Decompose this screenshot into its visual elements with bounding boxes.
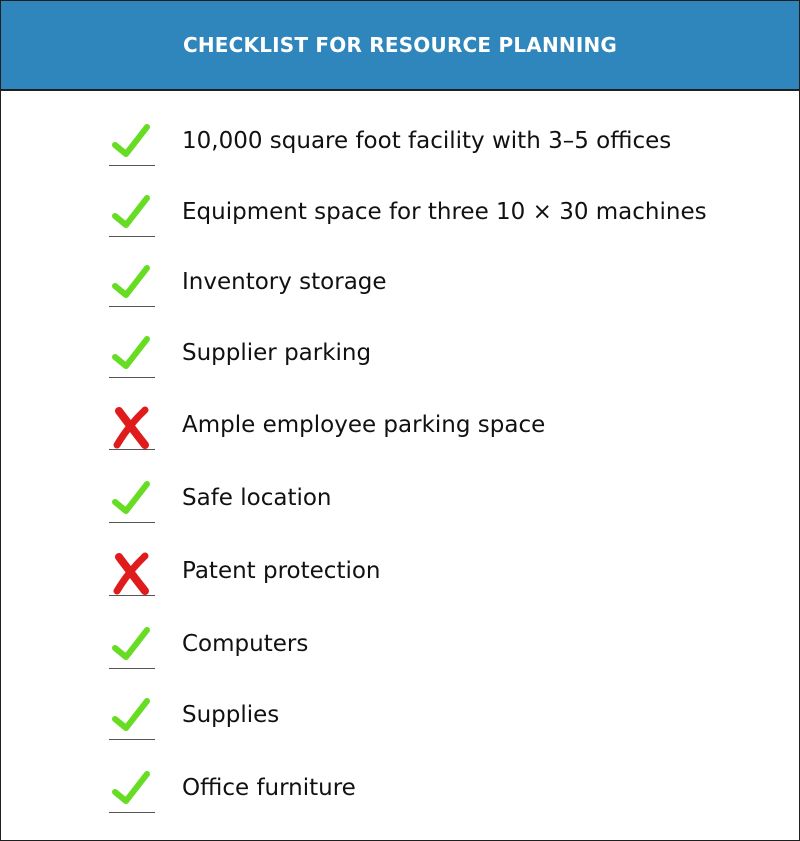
checklist-item: Computers [1, 624, 799, 674]
checklist-item: Supplies [1, 695, 799, 745]
checklist-item-label: Safe location [182, 485, 332, 511]
checklist-item-label: Supplies [182, 702, 280, 728]
checkmark-icon [109, 333, 155, 379]
checklist-item: Safe location [1, 478, 799, 528]
cross-icon [109, 551, 155, 597]
checkmark-icon [109, 478, 155, 524]
check-underline [109, 595, 155, 596]
check-underline [109, 812, 155, 813]
checklist-item-label: Equipment space for three 10 × 30 machin… [182, 199, 707, 225]
checklist-item: 10,000 square foot facility with 3–5 off… [1, 121, 799, 171]
checkmark-icon [109, 121, 155, 167]
check-underline [109, 377, 155, 378]
checklist-item-label: Patent protection [182, 558, 381, 584]
cross-icon [109, 405, 155, 451]
checkmark-icon [109, 695, 155, 741]
checklist-item-label: Computers [182, 631, 309, 657]
checklist-item-label: Inventory storage [182, 269, 387, 295]
checklist-item: Supplier parking [1, 333, 799, 383]
checklist-title: CHECKLIST FOR RESOURCE PLANNING [182, 33, 618, 57]
check-underline [109, 739, 155, 740]
checklist-item-label: Office furniture [182, 775, 356, 801]
checkmark-icon [109, 262, 155, 308]
check-underline [109, 522, 155, 523]
checklist-item: Inventory storage [1, 262, 799, 312]
checkmark-icon [109, 192, 155, 238]
checklist-header: CHECKLIST FOR RESOURCE PLANNING [1, 1, 799, 91]
checklist-item-label: Supplier parking [182, 340, 372, 366]
checklist-item: Office furniture [1, 768, 799, 818]
check-underline [109, 449, 155, 450]
checkmark-icon [109, 624, 155, 670]
check-underline [109, 236, 155, 237]
check-underline [109, 306, 155, 307]
checklist-item: Patent protection [1, 551, 799, 601]
check-underline [109, 668, 155, 669]
checklist-item: Equipment space for three 10 × 30 machin… [1, 192, 799, 242]
checklist-item: Ample employee parking space [1, 405, 799, 455]
checklist-item-label: Ample employee parking space [182, 412, 546, 438]
check-underline [109, 165, 155, 166]
checklist-item-label: 10,000 square foot facility with 3–5 off… [182, 128, 672, 154]
checkmark-icon [109, 768, 155, 814]
